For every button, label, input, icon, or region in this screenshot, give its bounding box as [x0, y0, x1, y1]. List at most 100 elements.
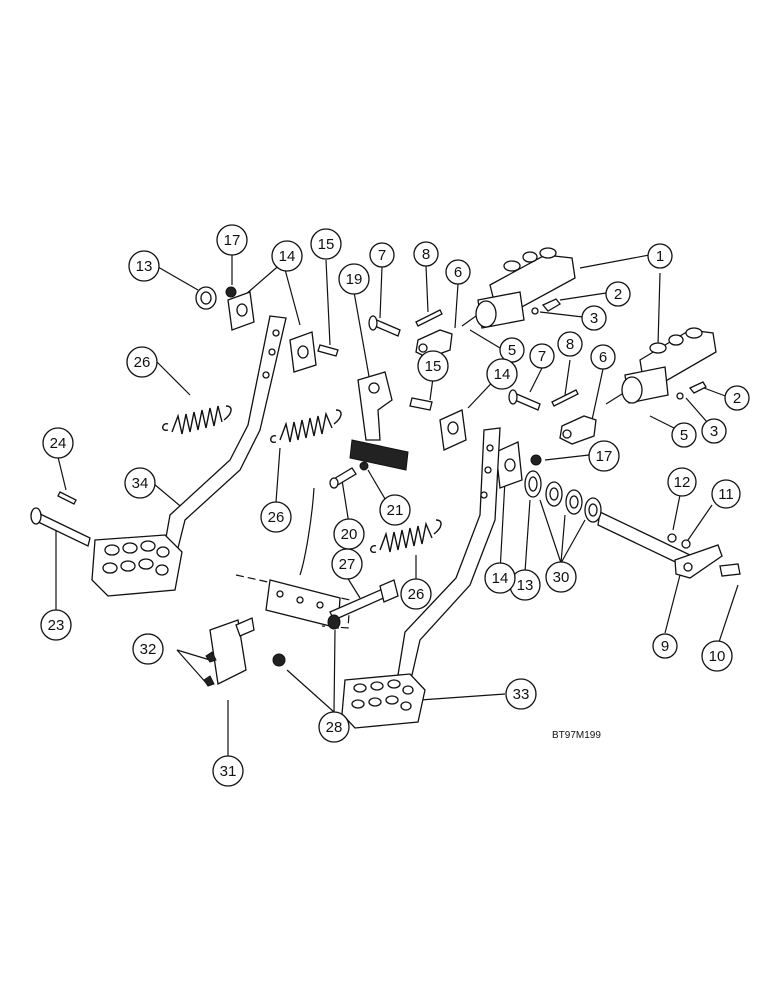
svg-text:2: 2	[614, 286, 622, 303]
callout-21: 21	[379, 494, 411, 526]
callout-5-upper: 5	[499, 337, 525, 363]
callout-2-upper: 2	[605, 281, 631, 307]
svg-text:23: 23	[48, 617, 65, 634]
bracket-14-right	[439, 409, 467, 451]
callout-9: 9	[652, 633, 678, 659]
callout-19: 19	[338, 263, 370, 295]
svg-text:32: 32	[140, 641, 157, 658]
clevis-upper	[415, 329, 453, 359]
callout-14-upper: 14	[271, 240, 303, 272]
bolt-2-upper	[541, 298, 561, 312]
svg-text:30: 30	[553, 569, 570, 586]
svg-text:31: 31	[220, 763, 237, 780]
callout-8-lower: 8	[557, 331, 583, 357]
svg-text:13: 13	[136, 258, 153, 275]
svg-text:7: 7	[378, 247, 386, 264]
washer-3-lower	[676, 392, 684, 400]
nut-17-lower	[530, 454, 542, 466]
master-cylinder-upper	[461, 247, 576, 329]
bolt-15-lower	[409, 397, 433, 411]
nut-17-upper	[225, 286, 237, 298]
svg-text:14: 14	[279, 248, 296, 265]
svg-text:17: 17	[596, 448, 613, 465]
callout-27: 27	[331, 548, 363, 580]
callout-28: 28	[318, 711, 350, 743]
figure-reference-code: BT97M199	[552, 730, 601, 741]
callout-3-upper: 3	[581, 305, 607, 331]
svg-text:26: 26	[134, 354, 151, 371]
bracket-14-upper	[227, 291, 255, 331]
callout-34: 34	[124, 467, 156, 499]
bolt-20	[329, 467, 357, 489]
svg-text:7: 7	[538, 348, 546, 365]
lockwasher-12	[667, 533, 677, 543]
callout-12: 12	[667, 467, 697, 497]
brake-light-switch-31	[203, 617, 255, 687]
svg-text:8: 8	[566, 336, 574, 353]
callout-17-upper: 17	[216, 224, 248, 256]
callout-26-middle: 26	[260, 501, 292, 533]
spring-26-lower	[370, 519, 442, 553]
callout-24: 24	[42, 427, 74, 459]
callout-14-lower: 14	[484, 562, 516, 594]
roll-pin-24	[57, 491, 77, 505]
svg-text:26: 26	[408, 586, 425, 603]
actuator-arm-19	[349, 371, 409, 471]
spring-26-upper-left	[162, 405, 232, 435]
svg-text:24: 24	[50, 435, 67, 452]
callout-6-upper: 6	[445, 259, 471, 285]
bushing-13-upper	[195, 286, 217, 310]
callout-2-lower: 2	[724, 385, 750, 411]
svg-text:15: 15	[318, 236, 335, 253]
callout-30: 30	[545, 561, 577, 593]
callout-8-upper: 8	[413, 241, 439, 267]
svg-text:11: 11	[718, 486, 734, 503]
callout-13-upper: 13	[128, 250, 160, 282]
svg-text:17: 17	[224, 232, 241, 249]
clevis-lower	[559, 415, 597, 445]
bolt-27	[327, 579, 399, 630]
pin-7-upper	[368, 315, 401, 337]
svg-text:20: 20	[341, 526, 358, 543]
svg-text:6: 6	[454, 264, 462, 281]
svg-text:19: 19	[346, 271, 363, 288]
svg-text:9: 9	[661, 638, 669, 655]
callout-14-right: 14	[486, 358, 518, 390]
svg-text:2: 2	[733, 390, 741, 407]
svg-text:8: 8	[422, 246, 430, 263]
svg-text:26: 26	[268, 509, 285, 526]
cotter-pin-lower	[551, 389, 579, 407]
svg-text:13: 13	[517, 577, 534, 594]
callout-7-upper: 7	[369, 242, 395, 268]
bracket-14-mid	[289, 331, 317, 373]
callout-5-lower: 5	[671, 422, 697, 448]
callout-1: 1	[647, 243, 673, 269]
bolt-2-lower	[688, 381, 707, 394]
svg-text:3: 3	[710, 423, 718, 440]
callout-32: 32	[132, 633, 164, 665]
nut-11	[681, 539, 691, 549]
svg-text:6: 6	[599, 349, 607, 366]
callout-23: 23	[40, 609, 72, 641]
callout-33: 33	[505, 678, 537, 710]
svg-text:28: 28	[326, 719, 343, 736]
cotter-pin-upper	[415, 309, 443, 327]
callout-15-upper: 15	[310, 228, 342, 260]
callout-26-upper: 26	[126, 346, 158, 378]
pedal-shaft	[597, 511, 723, 579]
svg-text:5: 5	[508, 342, 516, 359]
svg-text:14: 14	[494, 366, 511, 383]
callout-10: 10	[701, 640, 733, 672]
bracket-14-lower	[495, 441, 523, 489]
callout-11: 11	[711, 479, 741, 509]
svg-text:34: 34	[132, 475, 149, 492]
callout-15-lower: 15	[417, 350, 449, 382]
bushing-13-lower	[524, 470, 542, 498]
spring-26-middle	[270, 409, 342, 443]
svg-text:27: 27	[339, 556, 356, 573]
svg-text:15: 15	[425, 358, 442, 375]
svg-text:33: 33	[513, 686, 530, 703]
callout-7-lower: 7	[529, 343, 555, 369]
callout-6-lower: 6	[590, 344, 616, 370]
svg-text:10: 10	[709, 648, 726, 665]
